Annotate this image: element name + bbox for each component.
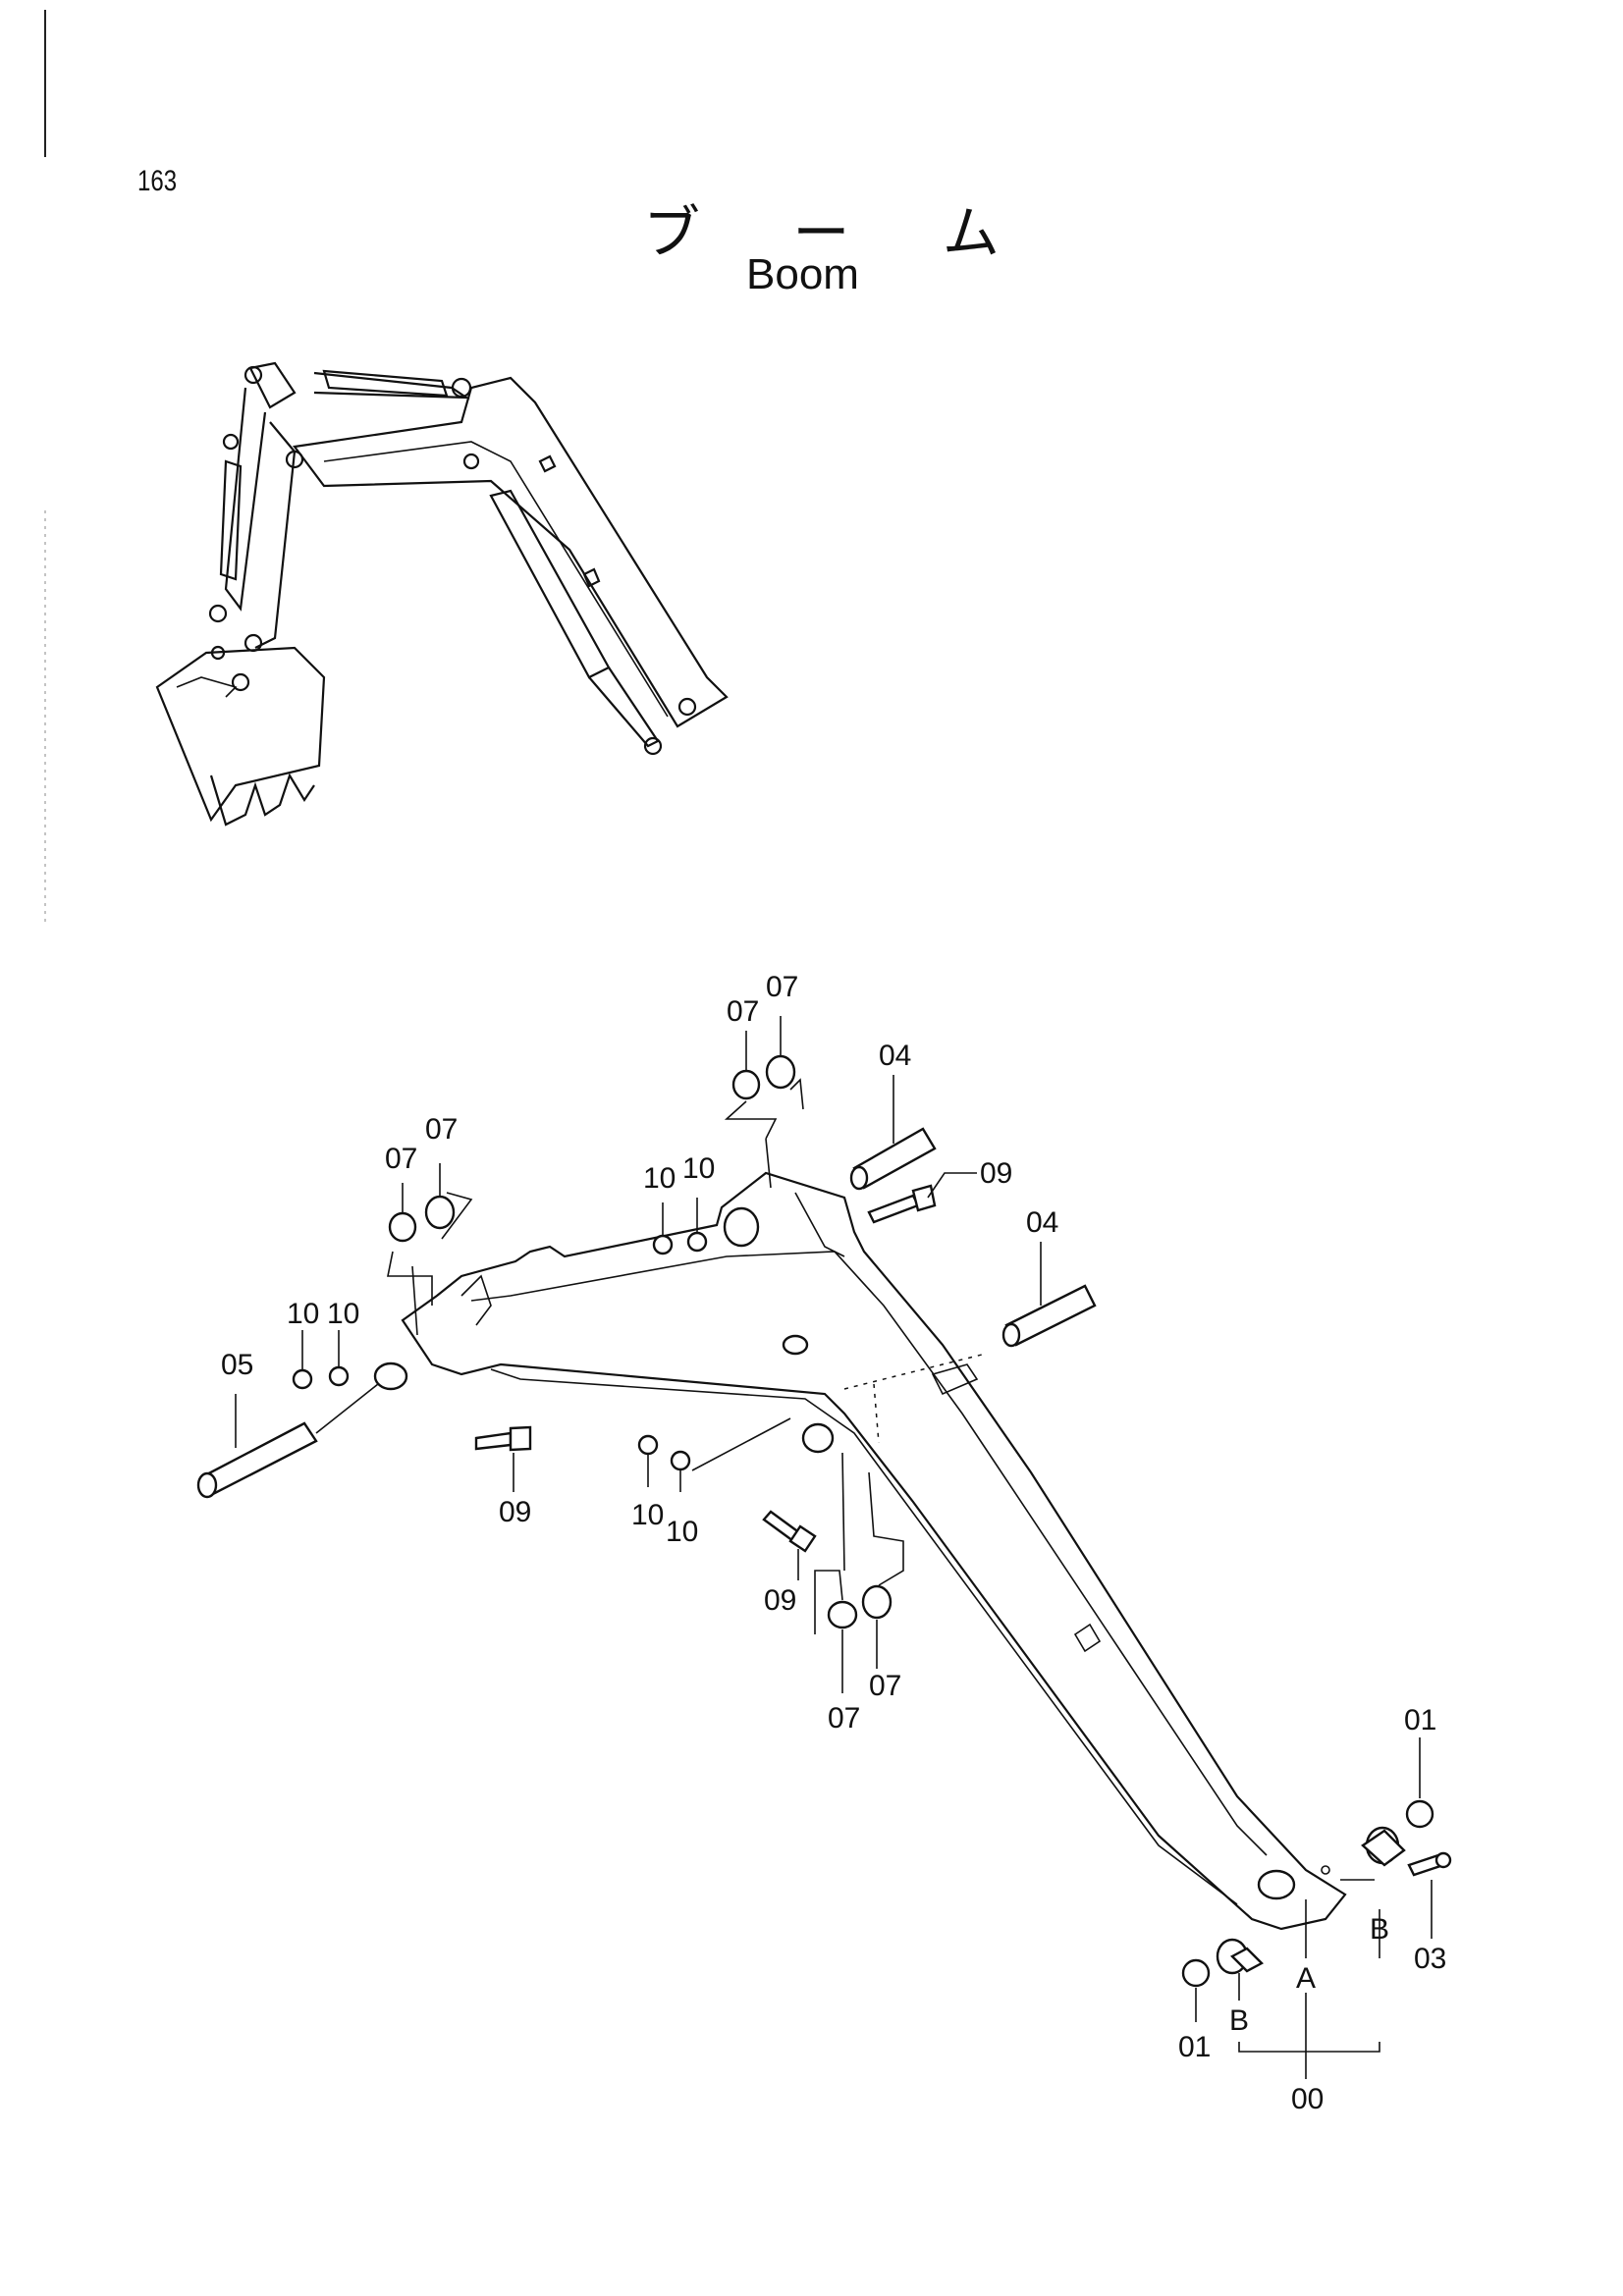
callout-04: 04 <box>879 1040 911 1072</box>
callout-03: 03 <box>1414 1943 1446 1975</box>
overview-arm <box>208 361 470 653</box>
title-japanese: ブ ー ム <box>643 199 1037 266</box>
callout-04: 04 <box>1026 1206 1058 1239</box>
callout-07: 07 <box>425 1113 458 1146</box>
callout-10: 10 <box>631 1499 664 1531</box>
bolts-09 <box>474 1184 937 1553</box>
callout-01: 01 <box>1178 2031 1211 2063</box>
callout-label-B: B <box>1370 1913 1389 1946</box>
leader-lines <box>235 1016 1433 2079</box>
page-number: 163 <box>137 165 178 197</box>
washers-07-upper-left <box>387 1192 473 1336</box>
boom-tip-parts <box>1181 1799 1452 1988</box>
callout-10: 10 <box>643 1162 676 1195</box>
callout-07: 07 <box>766 971 798 1003</box>
callout-label-A: A <box>1296 1962 1316 1995</box>
callout-10: 10 <box>666 1516 698 1548</box>
callout-09: 09 <box>764 1584 796 1617</box>
overview-bucket <box>155 645 326 827</box>
callout-labels: 05 10 10 07 07 09 10 10 07 07 04 09 04 1… <box>221 971 1446 2115</box>
overview-boom <box>293 376 729 728</box>
boom-foot-pin <box>196 1362 408 1499</box>
pins-04 <box>849 1127 1097 1348</box>
callout-07: 07 <box>869 1670 901 1702</box>
callout-07: 07 <box>385 1143 417 1175</box>
callout-07: 07 <box>828 1702 860 1735</box>
middle-bore-parts <box>637 1417 904 1634</box>
callout-01: 01 <box>1404 1704 1436 1736</box>
callout-09: 09 <box>980 1157 1012 1190</box>
callout-09: 09 <box>499 1496 531 1528</box>
callout-10: 10 <box>327 1298 359 1330</box>
title-english: Boom <box>746 250 859 298</box>
callout-10: 10 <box>682 1152 715 1185</box>
callout-label-B: B <box>1229 2004 1249 2037</box>
boom-body <box>401 1171 1347 1931</box>
washers-07-upper-center <box>652 1054 804 1255</box>
callout-10: 10 <box>287 1298 319 1330</box>
callout-00: 00 <box>1291 2083 1324 2115</box>
callout-05: 05 <box>221 1349 253 1381</box>
callout-07: 07 <box>727 995 759 1028</box>
